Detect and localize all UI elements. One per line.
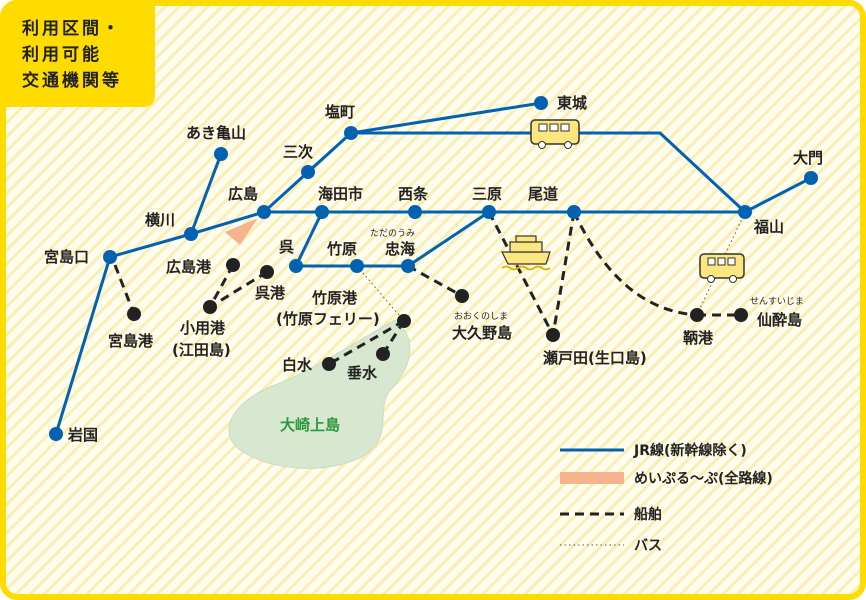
port-dots	[127, 258, 748, 371]
bus-route-fukuyama	[696, 211, 746, 316]
port-hiroshimako[interactable]: 広島港	[166, 258, 212, 276]
station-daimon[interactable]: 大門	[793, 149, 823, 167]
station-miyajimaguchi[interactable]: 宮島口	[44, 248, 89, 266]
port-tomonoura[interactable]: 鞆港	[683, 329, 714, 347]
bus-icon	[699, 253, 745, 283]
title-line-3: 交通機関等	[22, 70, 122, 91]
port-takeharako-sub: (竹原フェリー)	[276, 310, 380, 328]
port-setoda[interactable]: 瀬戸田(生口島)	[543, 349, 647, 367]
jr-lines	[54, 101, 812, 435]
station-miyoshi[interactable]: 三次	[283, 143, 313, 161]
port-koyoko[interactable]: 小用港	[180, 319, 226, 337]
legend-bus-label: バス	[634, 538, 662, 554]
port-takeharako[interactable]: 竹原港	[311, 289, 358, 307]
sensuijima-ruby: せんすいじま	[750, 296, 804, 307]
station-saijo[interactable]: 西条	[398, 185, 429, 203]
station-kaitaichi[interactable]: 海田市	[318, 185, 363, 203]
station-mihara[interactable]: 三原	[472, 185, 502, 203]
title-line-2: 利用可能	[22, 44, 102, 65]
station-shiomachi[interactable]: 塩町	[325, 103, 355, 121]
station-kure[interactable]: 呉	[279, 238, 294, 256]
okunoshima-ruby: おおくのしま	[454, 311, 508, 322]
legend-meipuru-label: めいぷる〜ぷ(全路線)	[634, 470, 773, 487]
island-label: 大崎上島	[280, 416, 340, 434]
port-tarumi[interactable]: 垂水	[347, 364, 378, 382]
ship-icon	[501, 235, 551, 271]
bus-route-takehara	[356, 265, 405, 322]
legend-meipuru-icon	[560, 472, 624, 484]
port-okunoshima[interactable]: 大久野島	[452, 324, 512, 342]
bus-icon	[530, 119, 580, 149]
station-tadanoumi[interactable]: 忠海	[385, 240, 415, 258]
jr-station-dots	[49, 96, 818, 441]
tadanoumi-ruby: ただのうみ	[370, 228, 415, 239]
port-miyajimako[interactable]: 宮島港	[108, 332, 154, 350]
osakikamijima-island	[228, 319, 411, 469]
port-sensuijima[interactable]: 仙酔島	[757, 311, 802, 329]
meipuru-area	[225, 218, 258, 245]
station-takehara[interactable]: 竹原	[326, 240, 357, 258]
port-kureko[interactable]: 呉港	[255, 284, 286, 302]
legend-ship-label: 船舶	[634, 506, 662, 523]
station-tojo[interactable]: 東城	[557, 94, 587, 112]
station-iwakuni[interactable]: 岩国	[67, 426, 98, 444]
legend: JR線(新幹線除く) めいぷる〜ぷ(全路線) 船舶 バス	[560, 442, 773, 554]
station-akikameyama[interactable]: あき亀山	[186, 124, 246, 142]
title-box	[3, 3, 155, 107]
station-onomichi[interactable]: 尾道	[528, 185, 558, 203]
station-yokogawa[interactable]: 横川	[145, 211, 175, 229]
port-shiromizu[interactable]: 白水	[282, 356, 313, 374]
title-line-1: 利用区間・	[22, 18, 122, 39]
station-hiroshima[interactable]: 広島	[228, 185, 258, 203]
legend-jr-label: JR線(新幹線除く)	[633, 442, 747, 459]
station-fukuyama[interactable]: 福山	[753, 218, 784, 236]
port-koyoko-sub: (江田島)	[172, 341, 231, 359]
